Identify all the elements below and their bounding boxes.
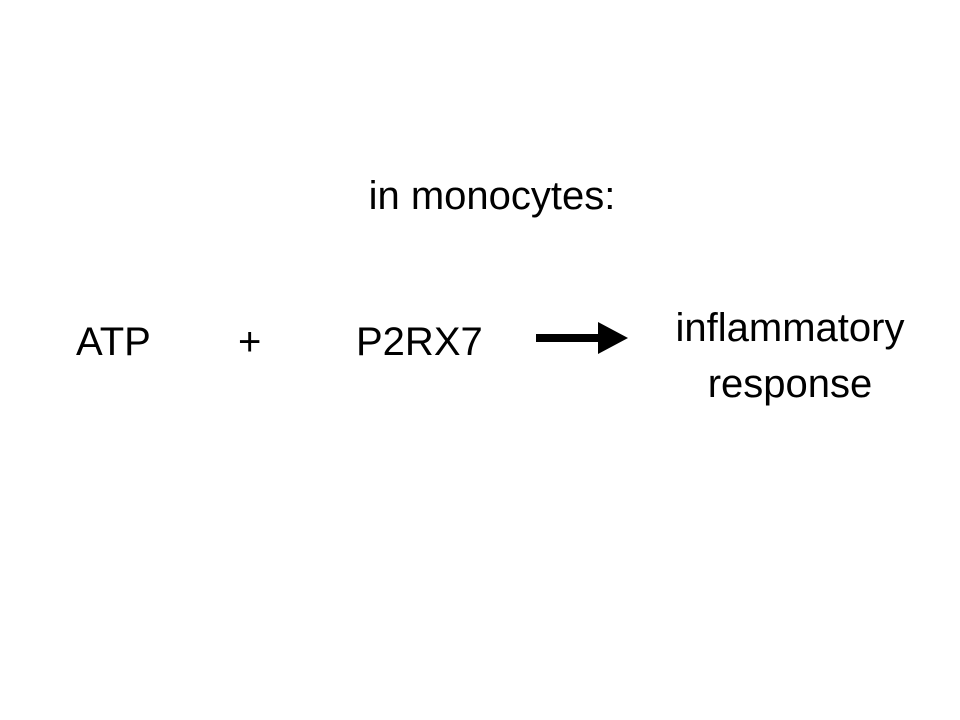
slide-heading: in monocytes: xyxy=(368,174,616,218)
right-arrow-icon xyxy=(536,322,628,354)
product-line-1: inflammatory xyxy=(675,306,905,350)
product-inflammatory-response: inflammatory response xyxy=(640,300,940,412)
product-line-2: response xyxy=(707,362,873,406)
reactant-p2rx7: P2RX7 xyxy=(356,320,483,364)
reactant-atp: ATP xyxy=(76,320,151,364)
plus-sign: + xyxy=(238,320,262,364)
